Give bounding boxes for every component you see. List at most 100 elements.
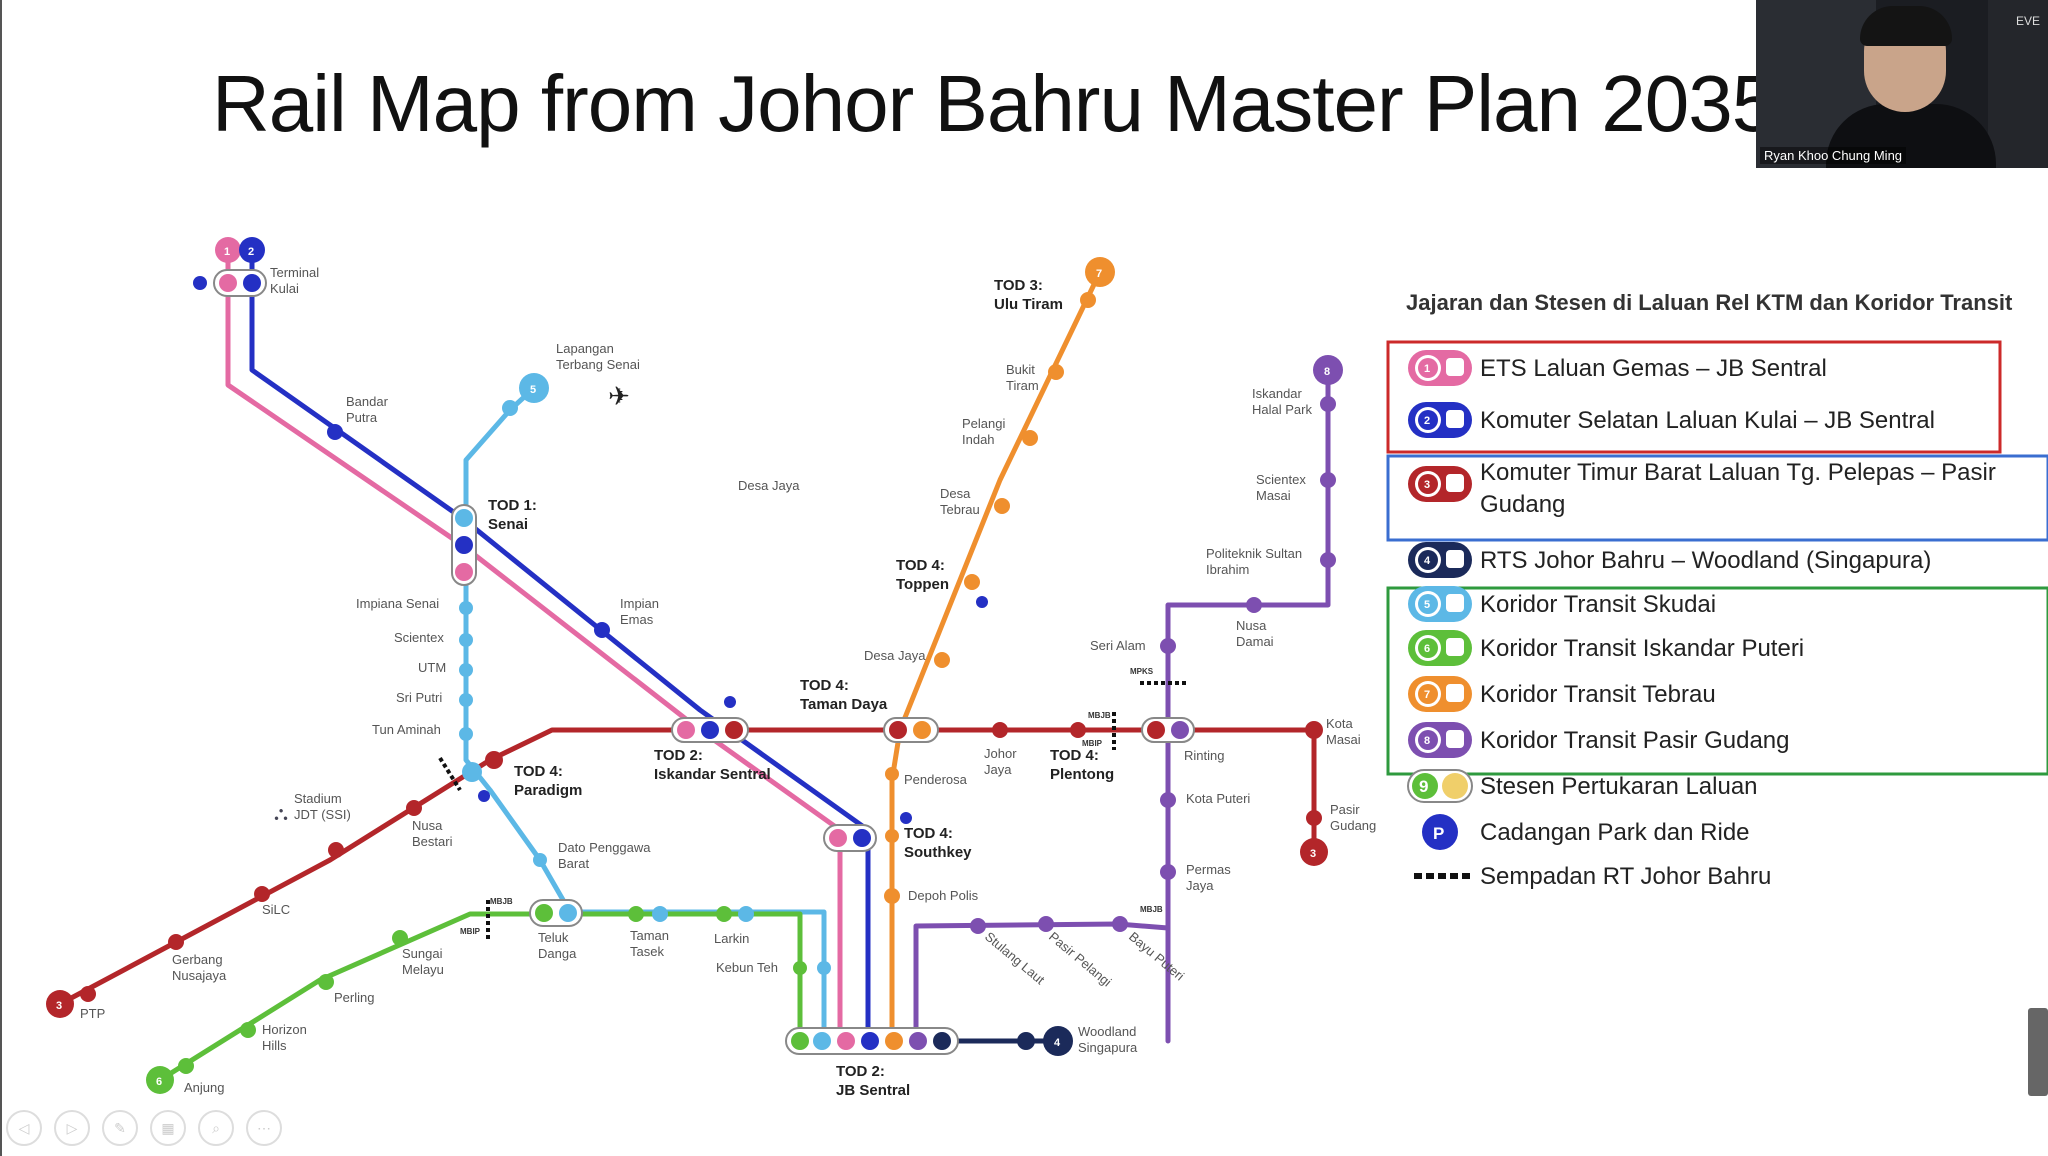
park-ride-icon [1422,814,1458,850]
boundary-label-mbip: MBIP [460,927,481,936]
station-marker [861,1032,879,1050]
line-badge-number: 6 [1424,643,1430,655]
line-badge-number: 8 [1424,735,1430,747]
station-marker [909,1032,927,1050]
webcam-feed: EVE Ryan Khoo Chung Ming [1756,0,2048,168]
scrollbar-thumb[interactable] [2028,1008,2048,1096]
station-marker [1160,864,1176,880]
line-5-badge-top [519,373,549,403]
station-marker [406,800,422,816]
station-marker [462,762,482,782]
train-icon [1446,684,1464,702]
station-marker [813,1032,831,1050]
station-marker [485,751,503,769]
legend-item-label: RTS Johor Bahru – Woodland (Singapura) [1480,547,1931,574]
line-badge-number: 5 [1424,599,1430,611]
legend-item-label: Koridor Transit Skudai [1480,591,1716,618]
station-marker [219,274,237,292]
line-8-branch [913,921,1171,1044]
train-icon [1446,638,1464,656]
interchange-icon-line-a [1412,773,1438,799]
station-marker [791,1032,809,1050]
legend-item-label: Komuter Timur Barat Laluan Tg. Pelepas –… [1480,459,1996,518]
label-kota_puteri: Kota Puteri [1186,791,1250,806]
label-tod_iskandar_sentral: TOD 2:Iskandar Sentral [654,747,771,783]
webcam-person-hair [1860,6,1952,46]
station-marker [459,601,473,615]
station-marker [502,400,518,416]
more-options-icon[interactable]: ⋯ [246,1110,282,1146]
line-3-badge-east [1300,838,1328,866]
station-marker [1171,721,1189,739]
legend-box-ktm [1386,340,2002,454]
boundary-label-mbjb2: MBJB [1088,711,1111,720]
legend-item-label: Koridor Transit Tebrau [1480,681,1716,708]
next-slide-button[interactable]: ▷ [54,1110,90,1146]
train-icon [1446,730,1464,748]
station-marker [628,906,644,922]
station-marker [459,693,473,707]
line-badge-number-fill [1418,684,1438,704]
line-badge-number: 2 [1424,415,1430,427]
station-marker [964,574,980,590]
line-badge-number: 4 [1424,555,1431,567]
station-marker [652,906,668,922]
webcam-participant-name: Ryan Khoo Chung Ming [1760,147,1907,164]
station-marker [933,1032,951,1050]
train-icon [1446,550,1464,568]
slides-grid-icon[interactable]: ▦ [150,1110,186,1146]
station-marker [455,509,473,527]
park-ride-marker [976,596,988,608]
map-legend: Jajaran dan Stesen di Laluan Rel KTM dan… [1386,290,2048,890]
station-marker [254,886,270,902]
svg-text:4: 4 [1054,1037,1061,1049]
label-bayu_puteri: Bayu Puteri [1126,929,1187,984]
station-marker [559,904,577,922]
webcam-badge: EVE [2015,14,2040,28]
svg-text:2: 2 [248,246,254,258]
station-marker [1320,472,1336,488]
label-tun_aminah: Tun Aminah [372,722,441,737]
line-4-badge [1043,1026,1073,1056]
line-6-route [157,911,803,1083]
station-marker [1112,916,1128,932]
station-marker [459,633,473,647]
line-badge-number: 7 [1424,689,1430,701]
station-marker [885,767,899,781]
park-ride-marker [724,696,736,708]
svg-text:5: 5 [530,384,536,396]
label-perling: Perling [334,990,374,1005]
label-utm: UTM [418,660,446,675]
line-badge-number-fill [1418,638,1438,658]
line-3-badge-west [46,990,74,1018]
line-badge-number: 1 [1424,363,1430,375]
legend-item-7: 7 Koridor Transit Tebrau [1408,676,1716,712]
station-marker [1160,638,1176,654]
svg-text:3: 3 [1310,848,1316,860]
zoom-icon[interactable]: ⌕ [198,1110,234,1146]
station-marker [1320,552,1336,568]
station-marker [533,853,547,867]
station-markers: 1 2 5 3 6 [46,237,1343,1094]
station-marker [817,961,831,975]
station-marker [327,424,343,440]
label-kebun_teh: Kebun Teh [716,960,778,975]
station-marker [594,622,610,638]
previous-slide-button[interactable]: ◁ [6,1110,42,1146]
pen-icon[interactable]: ✎ [102,1110,138,1146]
line-badge-number-fill [1418,730,1438,750]
webcam-person-body [1826,104,1996,168]
legend-item-label: Koridor Transit Pasir Gudang [1480,727,1789,754]
legend-box-transit [1386,586,2048,776]
